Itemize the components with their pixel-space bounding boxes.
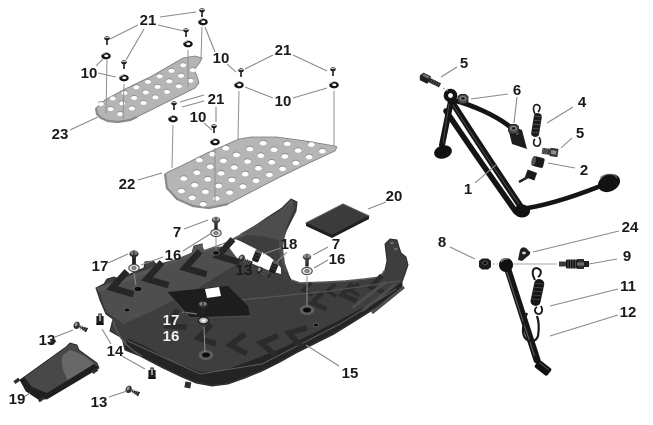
svg-text:22: 22: [119, 176, 136, 193]
svg-text:17: 17: [163, 312, 180, 329]
svg-text:14: 14: [107, 343, 124, 360]
svg-text:4: 4: [578, 94, 587, 111]
svg-text:16: 16: [163, 328, 180, 345]
svg-text:13: 13: [91, 394, 108, 411]
svg-text:7: 7: [332, 236, 340, 253]
svg-text:19: 19: [9, 391, 26, 408]
svg-text:13: 13: [39, 332, 56, 349]
svg-text:10: 10: [275, 93, 292, 110]
svg-text:10: 10: [213, 50, 230, 67]
svg-text:11: 11: [620, 278, 636, 295]
svg-text:23: 23: [52, 126, 69, 143]
svg-text:21: 21: [275, 42, 292, 59]
svg-text:16: 16: [329, 251, 346, 268]
svg-text:10: 10: [190, 109, 207, 126]
svg-text:13: 13: [236, 262, 253, 279]
svg-text:15: 15: [342, 365, 359, 382]
svg-text:18: 18: [281, 236, 298, 253]
svg-text:24: 24: [622, 219, 639, 236]
svg-text:17: 17: [92, 258, 109, 275]
svg-text:10: 10: [81, 65, 98, 82]
svg-text:7: 7: [173, 224, 181, 241]
svg-text:12: 12: [620, 304, 637, 321]
svg-text:6: 6: [513, 82, 521, 99]
svg-text:1: 1: [464, 181, 472, 198]
svg-text:5: 5: [576, 125, 584, 142]
svg-text:2: 2: [580, 162, 588, 179]
svg-text:16: 16: [165, 247, 182, 264]
svg-text:9: 9: [623, 248, 631, 265]
svg-text:21: 21: [208, 91, 225, 108]
svg-text:8: 8: [438, 234, 446, 251]
svg-text:5: 5: [460, 55, 468, 72]
svg-text:20: 20: [386, 188, 403, 205]
svg-text:21: 21: [140, 12, 157, 29]
